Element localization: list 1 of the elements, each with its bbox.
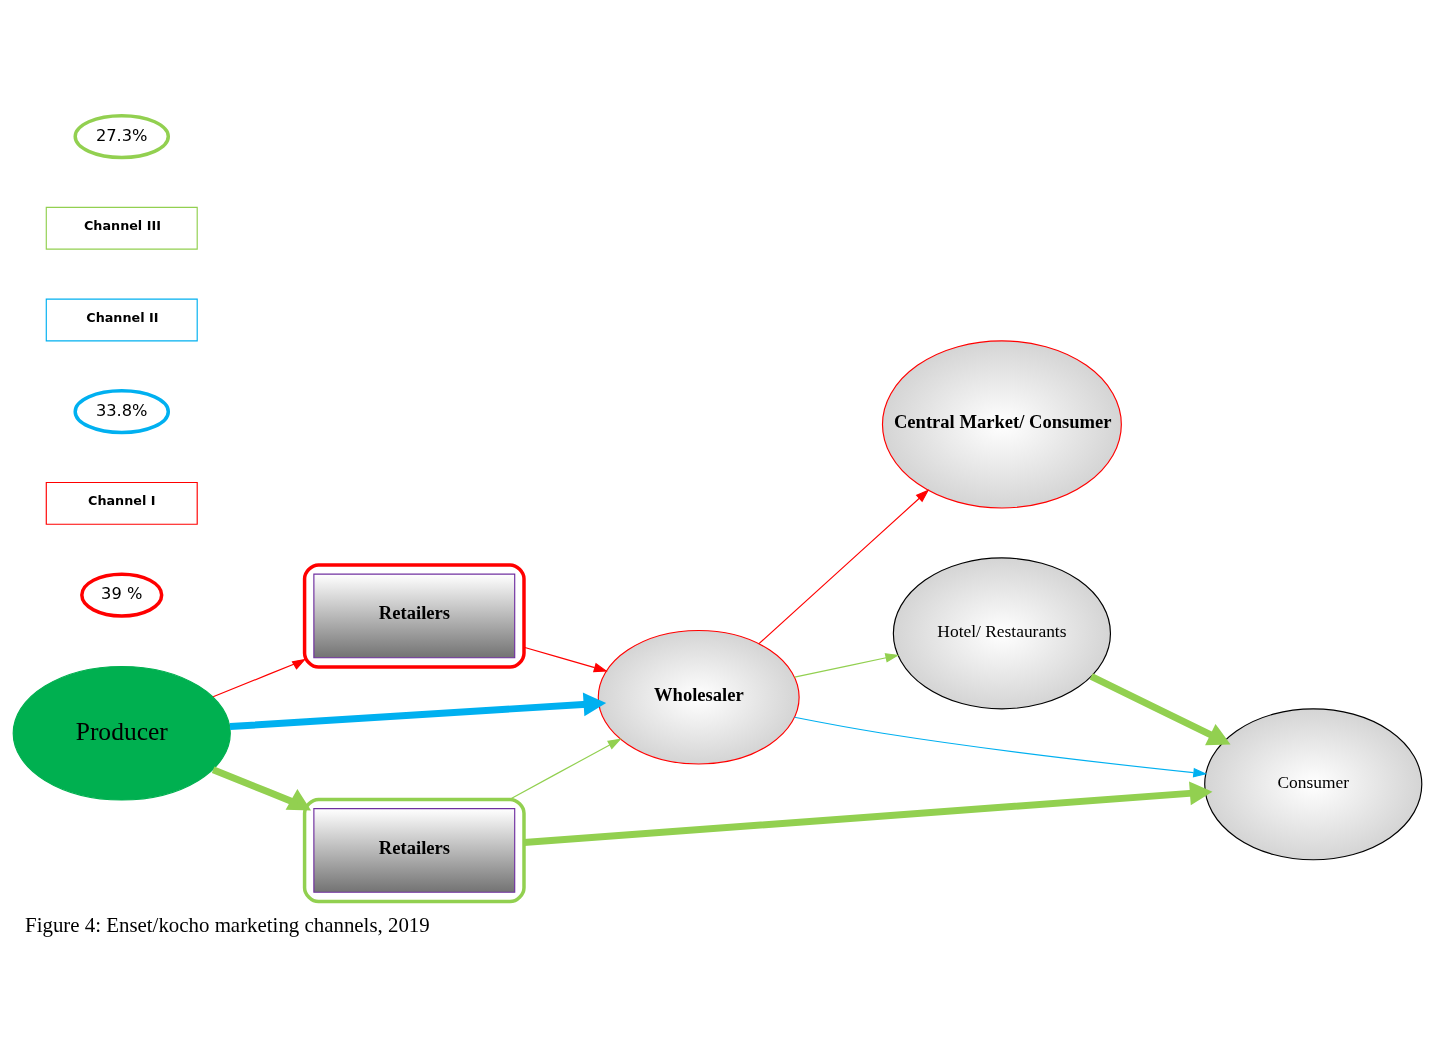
caption: Figure 4: Enset/kocho marketing channels, 2019 xyxy=(25,913,430,938)
